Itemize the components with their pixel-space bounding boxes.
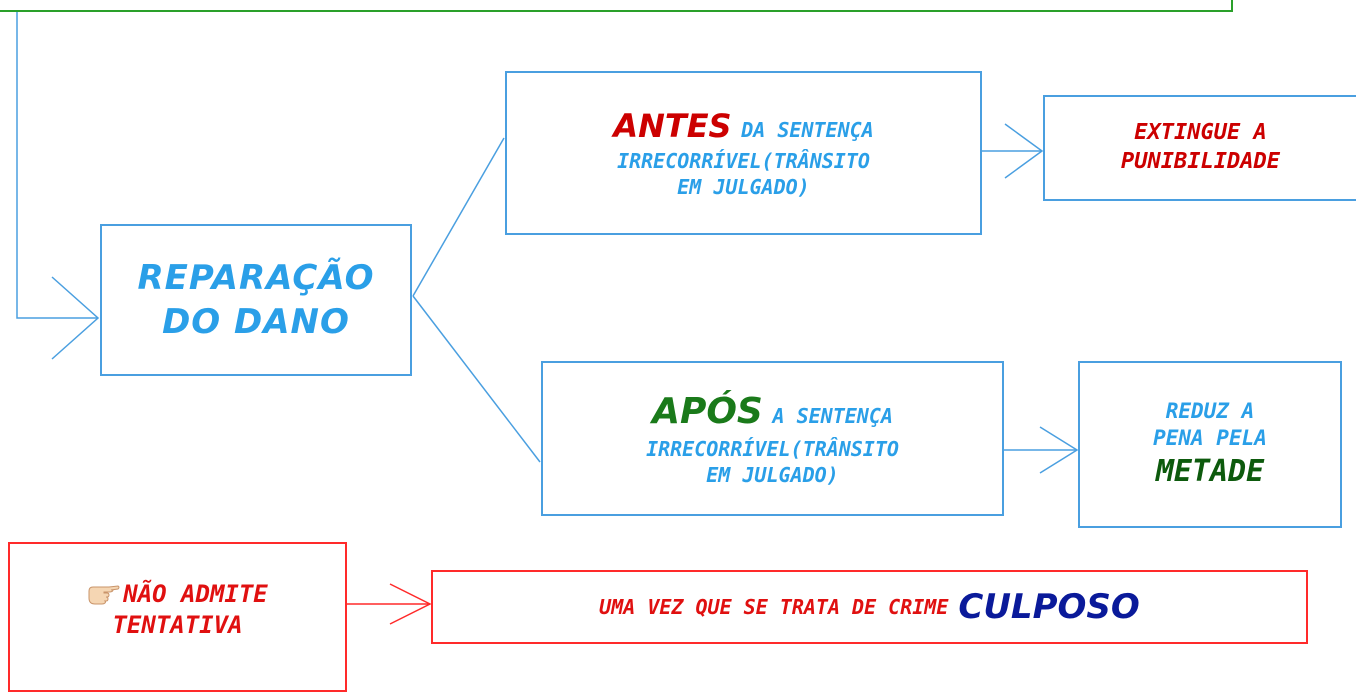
pointing-hand-icon	[87, 582, 121, 606]
reparacao-line2: DO DANO	[162, 302, 350, 342]
antes-rest: DA SENTENÇA	[741, 118, 874, 143]
antes-box: ANTES DA SENTENÇA IRRECORRÍVEL(TRÂNSITO …	[505, 71, 982, 235]
apos-line1: APÓS A SENTENÇA	[652, 389, 893, 436]
tentativa-line2: TENTATIVA	[112, 611, 243, 639]
tentativa-line1: NÃO ADMITE	[87, 579, 268, 610]
apos-highlight: APÓS	[652, 391, 763, 433]
arrowhead-reduz	[1039, 426, 1079, 474]
tentativa-box: NÃO ADMITE TENTATIVA	[8, 542, 347, 692]
arrowhead-reparacao	[51, 276, 100, 360]
connector-top-to-reparacao	[16, 12, 98, 319]
connector-lines	[16, 12, 1079, 625]
apos-box: APÓS A SENTENÇA IRRECORRÍVEL(TRÂNSITO EM…	[541, 361, 1004, 516]
extingue-line1: EXTINGUE A	[1134, 120, 1267, 146]
culposo-box: UMA VEZ QUE SE TRATA DE CRIME CULPOSO	[431, 570, 1308, 644]
reparacao-line1: REPARAÇÃO	[137, 257, 375, 298]
top-green-box	[0, 0, 1233, 12]
arrowhead-extingue	[1004, 123, 1044, 179]
antes-highlight: ANTES	[613, 107, 732, 146]
antes-line3: EM JULGADO)	[677, 174, 810, 199]
antes-line2: IRRECORRÍVEL(TRÂNSITO	[617, 148, 870, 173]
tentativa-text1: NÃO ADMITE	[123, 579, 268, 608]
culposo-highlight: CULPOSO	[958, 587, 1140, 627]
apos-line2: IRRECORRÍVEL(TRÂNSITO	[646, 436, 899, 461]
arrowhead-culposo	[389, 583, 432, 625]
reduz-line3: METADE	[1155, 454, 1265, 490]
extingue-line2: PUNIBILIDADE	[1121, 149, 1280, 174]
extingue-box: EXTINGUE A PUNIBILIDADE	[1043, 95, 1356, 201]
culposo-text: UMA VEZ QUE SE TRATA DE CRIME	[599, 595, 949, 619]
reparacao-box: REPARAÇÃO DO DANO	[100, 224, 412, 376]
reduz-line1: REDUZ A	[1165, 398, 1255, 423]
reduz-line2: PENA PELA	[1153, 426, 1267, 450]
connector-reparacao-apos	[412, 295, 541, 463]
reduz-box: REDUZ A PENA PELA METADE	[1078, 361, 1342, 528]
connector-reparacao-antes	[412, 137, 505, 297]
apos-line3: EM JULGADO)	[706, 462, 839, 487]
apos-rest: A SENTENÇA	[772, 404, 893, 429]
antes-line1: ANTES DA SENTENÇA	[613, 106, 873, 148]
